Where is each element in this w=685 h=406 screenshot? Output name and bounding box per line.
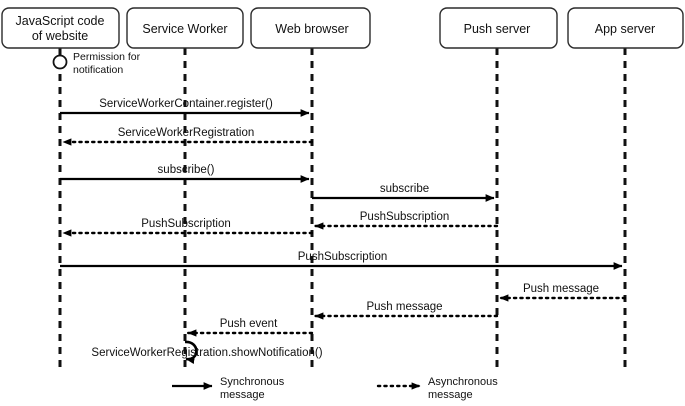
participant-label-sw: Service Worker <box>142 22 227 36</box>
participant-app[interactable]: App server <box>567 7 684 49</box>
message-m2[interactable]: ServiceWorkerRegistration <box>61 127 314 146</box>
participant-label-js-2: of website <box>32 29 88 43</box>
message-label-m9: Push message <box>366 301 442 313</box>
participant-label-browser: Web browser <box>275 22 348 36</box>
participant-box-app <box>567 7 684 49</box>
message-label-m4: subscribe <box>380 183 429 195</box>
message-m8[interactable]: Push message <box>498 283 627 302</box>
participant-label-push: Push server <box>464 22 531 36</box>
message-label-m10: Push event <box>220 318 278 330</box>
legend-label-async-2: message <box>428 389 473 401</box>
participant-browser[interactable]: Web browser <box>250 7 371 49</box>
messages-group: ServiceWorkerContainer.register() Service… <box>60 98 627 365</box>
message-label-m8: Push message <box>523 283 599 295</box>
permission-circle-icon <box>52 54 68 70</box>
message-label-m6: PushSubscription <box>141 218 231 230</box>
participant-box-browser <box>250 7 371 49</box>
message-m5[interactable]: PushSubscription <box>313 211 499 230</box>
message-label-m1: ServiceWorkerContainer.register() <box>99 98 273 110</box>
message-m9[interactable]: Push message <box>313 301 499 320</box>
permission-note-label-2: notification <box>73 64 123 76</box>
participant-label-js: JavaScript code <box>16 14 105 28</box>
message-m7[interactable]: PushSubscription <box>60 251 623 270</box>
message-label-m2: ServiceWorkerRegistration <box>118 127 255 139</box>
participant-push[interactable]: Push server <box>439 7 558 49</box>
message-m11[interactable]: ServiceWorkerRegistration.showNotificati… <box>91 340 323 365</box>
message-m4[interactable]: subscribe <box>312 183 495 202</box>
message-m3[interactable]: subscribe() <box>60 164 310 183</box>
message-label-m7: PushSubscription <box>298 251 388 263</box>
message-label-m5: PushSubscription <box>360 211 450 223</box>
permission-note-label: Permission for <box>73 51 141 63</box>
participant-box-push <box>439 7 558 49</box>
participant-sw[interactable]: Service Worker <box>126 7 244 49</box>
participant-box-js <box>1 7 120 49</box>
message-m6[interactable]: PushSubscription <box>61 218 314 237</box>
self-loop-arrow <box>184 340 198 365</box>
message-label-m3: subscribe() <box>158 164 215 176</box>
message-m10[interactable]: Push event <box>186 318 314 337</box>
legend-label-sync: Synchronous <box>220 376 285 388</box>
legend-label-sync-2: message <box>220 389 265 401</box>
lifelines-group <box>58 48 627 372</box>
participant-label-app: App server <box>595 22 655 36</box>
participant-box-sw <box>126 7 244 49</box>
legend-label-async: Asynchronous <box>428 376 498 388</box>
message-label-m11: ServiceWorkerRegistration.showNotificati… <box>91 347 322 359</box>
message-m1[interactable]: ServiceWorkerContainer.register() <box>60 98 310 117</box>
